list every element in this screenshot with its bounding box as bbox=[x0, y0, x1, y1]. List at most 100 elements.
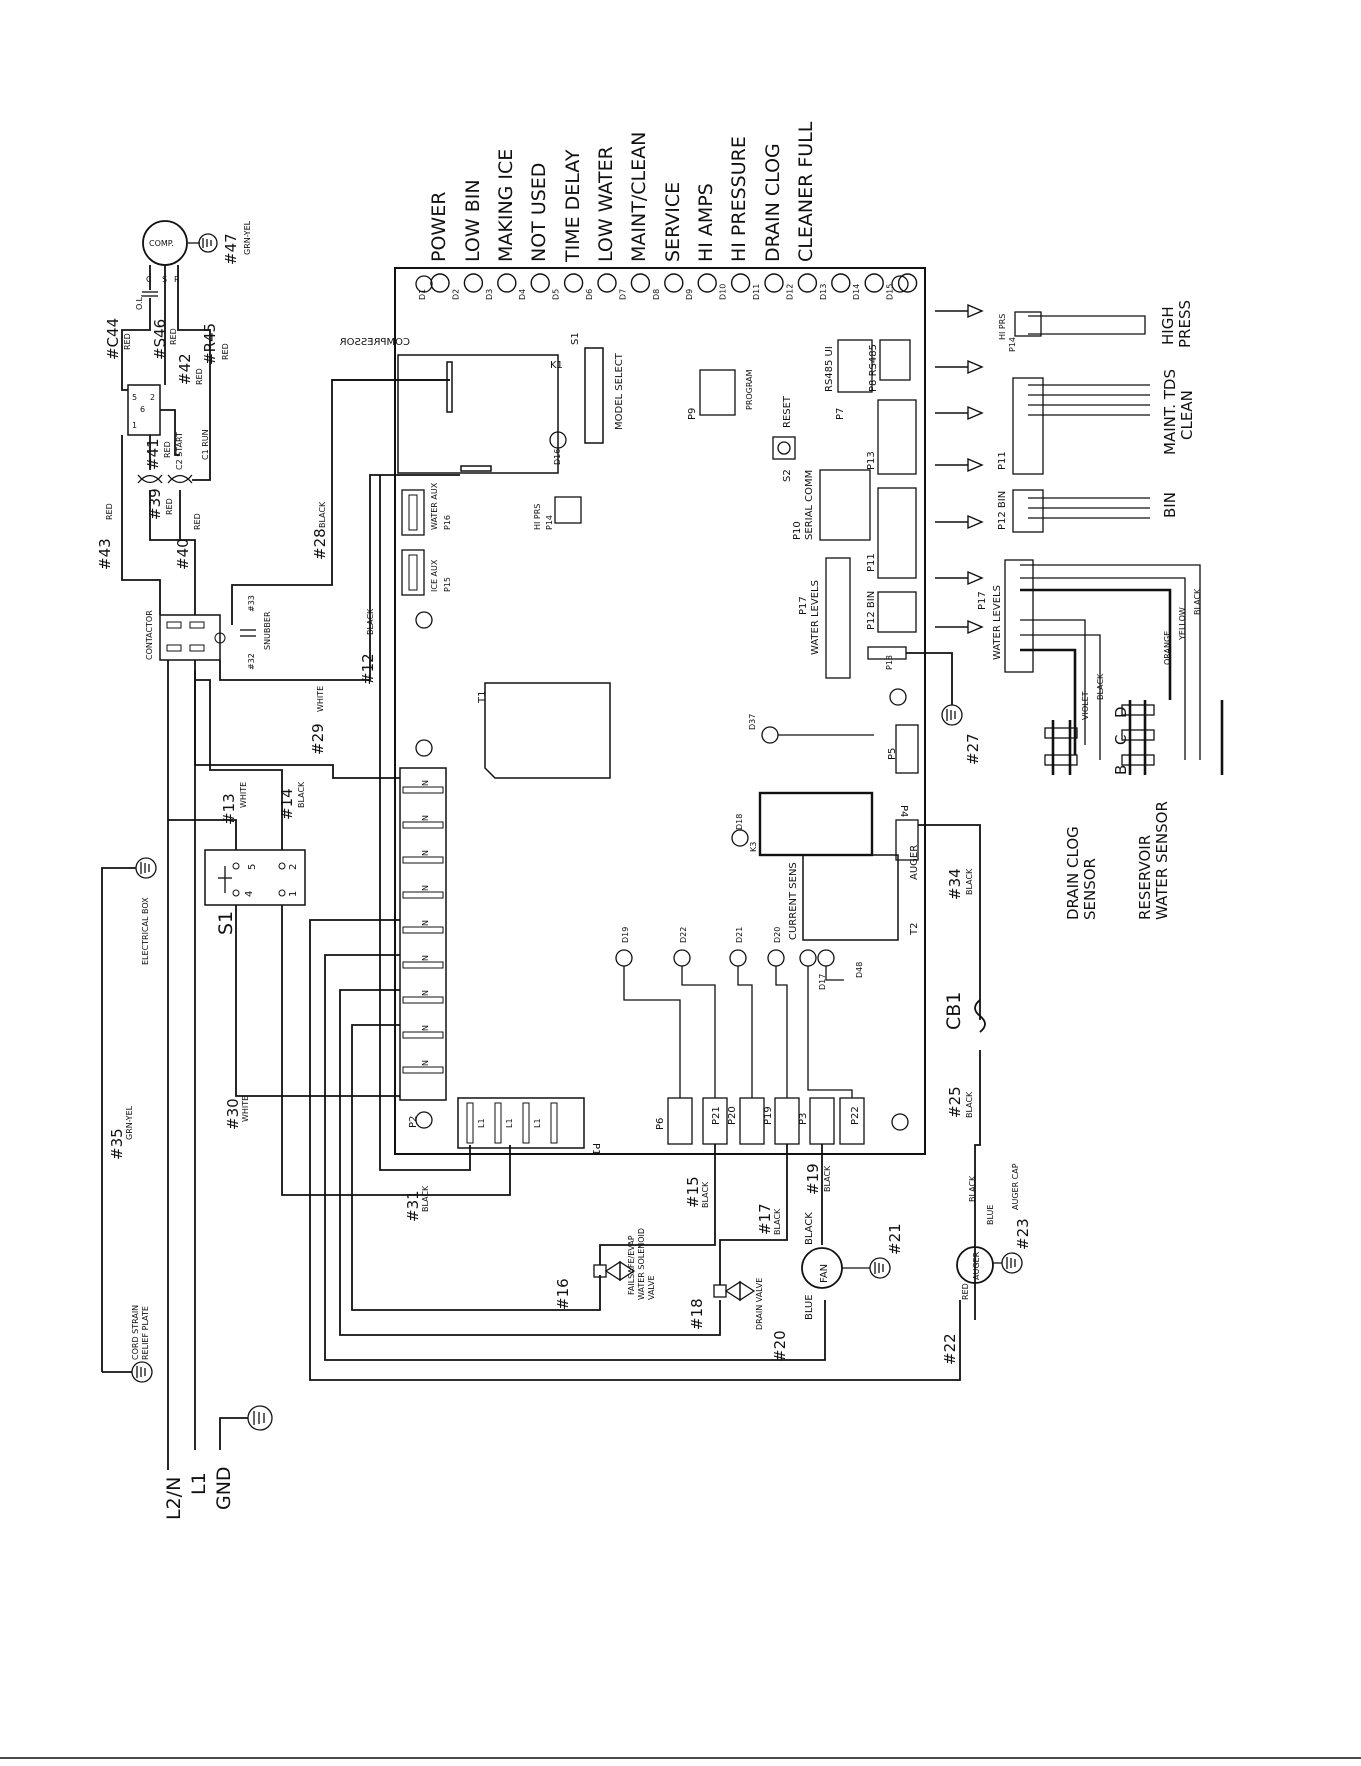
hi-prs-board-label: HI PRS bbox=[533, 504, 542, 530]
s1-terminal-2: 2 bbox=[288, 864, 299, 870]
p1-terminal bbox=[522, 1102, 530, 1144]
contactor-label: CONTACTOR bbox=[145, 610, 154, 660]
s1-terminal-1: 1 bbox=[288, 891, 299, 897]
led-id-d7: D7 bbox=[618, 289, 627, 300]
wire-19-label: #19 bbox=[804, 1163, 822, 1195]
p17-right-label: P17 bbox=[977, 591, 988, 610]
led-d8 bbox=[664, 273, 684, 293]
wire-31-label: #31 bbox=[404, 1190, 422, 1222]
connector-arrowhead bbox=[967, 514, 984, 530]
wire-15-color: BLACK bbox=[701, 1181, 710, 1208]
wire-14-color: BLACK bbox=[297, 781, 306, 808]
wire-14-label: #14 bbox=[278, 788, 296, 820]
failsafe-solenoid-valve: FAILSAFE/EVAP WATER SOLENOID VALVE bbox=[593, 1228, 656, 1300]
high-press-label-2: PRESS bbox=[1176, 300, 1194, 348]
high-press-label-1: HIGH bbox=[1159, 306, 1177, 345]
led-label-maint-clean: MAINT/CLEAN bbox=[628, 132, 650, 262]
wire-22-label: #22 bbox=[941, 1333, 959, 1365]
p1-terminal-label: L1 bbox=[505, 1118, 514, 1128]
wire-41-label: #41 bbox=[144, 438, 162, 470]
capacitors: #41 RED C2 START C1 RUN bbox=[137, 429, 210, 484]
p2-terminal bbox=[402, 961, 444, 969]
p16-water-aux: WATER AUX P16 bbox=[401, 482, 452, 536]
wire-35-label: #35 bbox=[108, 1128, 126, 1160]
wire-34-label: #34 bbox=[946, 868, 964, 900]
wire-25-label: #25 bbox=[946, 1086, 964, 1118]
s2-label: S2 bbox=[782, 469, 793, 482]
connector-arrowhead bbox=[967, 405, 984, 421]
p2-terminal bbox=[402, 1031, 444, 1039]
p22-label: P22 bbox=[850, 1106, 861, 1125]
wire-41-color: RED bbox=[163, 441, 172, 458]
electrical-box-label: ELECTRICAL BOX bbox=[141, 897, 150, 965]
p2-label: P2 bbox=[408, 1116, 419, 1128]
drain-clog-sensor-label: SENSOR bbox=[1081, 858, 1099, 920]
p19-label: P19 bbox=[763, 1106, 774, 1125]
cord-strain-relief-ground: CORD STRAIN RELIEF PLATE bbox=[131, 1305, 153, 1383]
water-solenoid-label: WATER SOLENOID bbox=[637, 1228, 646, 1300]
d17-label: D17 bbox=[818, 974, 827, 990]
probe-c-label: C bbox=[1112, 735, 1130, 745]
wire-12-label: #12 bbox=[359, 653, 377, 685]
reset-button: RESET S2 bbox=[772, 395, 796, 482]
led-d9 bbox=[697, 273, 717, 293]
p17-board-connector: P17 WATER LEVELS bbox=[798, 557, 851, 679]
wire-29-color: WHITE bbox=[316, 686, 325, 712]
k3-label: K3 bbox=[749, 842, 758, 852]
led-label-cleaner-full: CLEANER FULL bbox=[795, 121, 817, 262]
wire-s46-color: RED bbox=[169, 328, 178, 345]
wire-c44-label: #C44 bbox=[104, 318, 122, 360]
comp-terminal-c: C bbox=[146, 275, 152, 284]
d16-label: D16 bbox=[553, 449, 562, 465]
yellow-label: YELLOW bbox=[1178, 607, 1187, 641]
p16-label: P16 bbox=[443, 515, 452, 530]
led-id-d8: D8 bbox=[652, 289, 661, 300]
p17-board-label: P17 bbox=[798, 596, 809, 615]
p2-terminal bbox=[402, 996, 444, 1004]
led-id-d1: D1 bbox=[418, 289, 427, 300]
led-id-d15: D15 bbox=[886, 284, 895, 300]
led-id-d13: D13 bbox=[819, 284, 828, 300]
wire-17-color: BLACK bbox=[773, 1208, 782, 1235]
auger-blue-label: BLUE bbox=[986, 1205, 995, 1225]
led-d15 bbox=[897, 273, 918, 293]
probe-b-label: B bbox=[1112, 765, 1130, 775]
p10-label: P10 bbox=[792, 521, 803, 540]
k3-relay: D18 K3 bbox=[731, 791, 874, 857]
mount-hole bbox=[415, 739, 433, 757]
p18-ground bbox=[906, 652, 963, 726]
hi-prs-label: HI PRS bbox=[998, 314, 1007, 340]
wire-17-label: #17 bbox=[756, 1203, 774, 1235]
t2-label: T2 bbox=[909, 923, 920, 936]
auger-board-label: AUGER bbox=[909, 845, 920, 880]
orange-label: ORANGE bbox=[1163, 631, 1172, 665]
p2-terminal-label: N bbox=[421, 815, 430, 821]
relay-terminal-2: 2 bbox=[150, 393, 155, 402]
fan-blue-label: BLUE bbox=[804, 1294, 815, 1320]
reset-label: RESET bbox=[782, 395, 793, 428]
led-d3 bbox=[497, 273, 517, 293]
p11-maint-tds: P11 MAINT. TDS CLEAN bbox=[997, 369, 1196, 475]
wire-s46-label: #S46 bbox=[151, 319, 169, 360]
mount-hole bbox=[415, 275, 433, 293]
p11-board-connector: P11 bbox=[866, 487, 917, 579]
p11-right-label: P11 bbox=[997, 451, 1008, 470]
wire-40-color: RED bbox=[193, 513, 202, 530]
led-d11 bbox=[764, 273, 784, 293]
connector-arrowhead bbox=[967, 619, 984, 635]
auger-red-label: RED bbox=[961, 1283, 970, 1300]
d22-label: D22 bbox=[679, 927, 688, 943]
wire-43-color: RED bbox=[105, 503, 114, 520]
k1-label: K1 bbox=[550, 360, 563, 371]
p4-label: P4 bbox=[898, 805, 909, 817]
p2-terminal-label: N bbox=[421, 1025, 430, 1031]
led-label-hi-amps: HI AMPS bbox=[695, 183, 717, 262]
mount-hole bbox=[415, 611, 433, 629]
p14-right-label: P14 bbox=[1008, 337, 1017, 352]
auger-cap-label: AUGER CAP bbox=[1011, 1163, 1020, 1210]
p12-bin-board-label: P12 BIN bbox=[866, 591, 877, 630]
k1-compressor-relay: COMPRESSOR K1 bbox=[340, 337, 563, 474]
violet-label: VIOLET bbox=[1081, 691, 1090, 720]
wire-42-color: RED bbox=[195, 368, 204, 385]
